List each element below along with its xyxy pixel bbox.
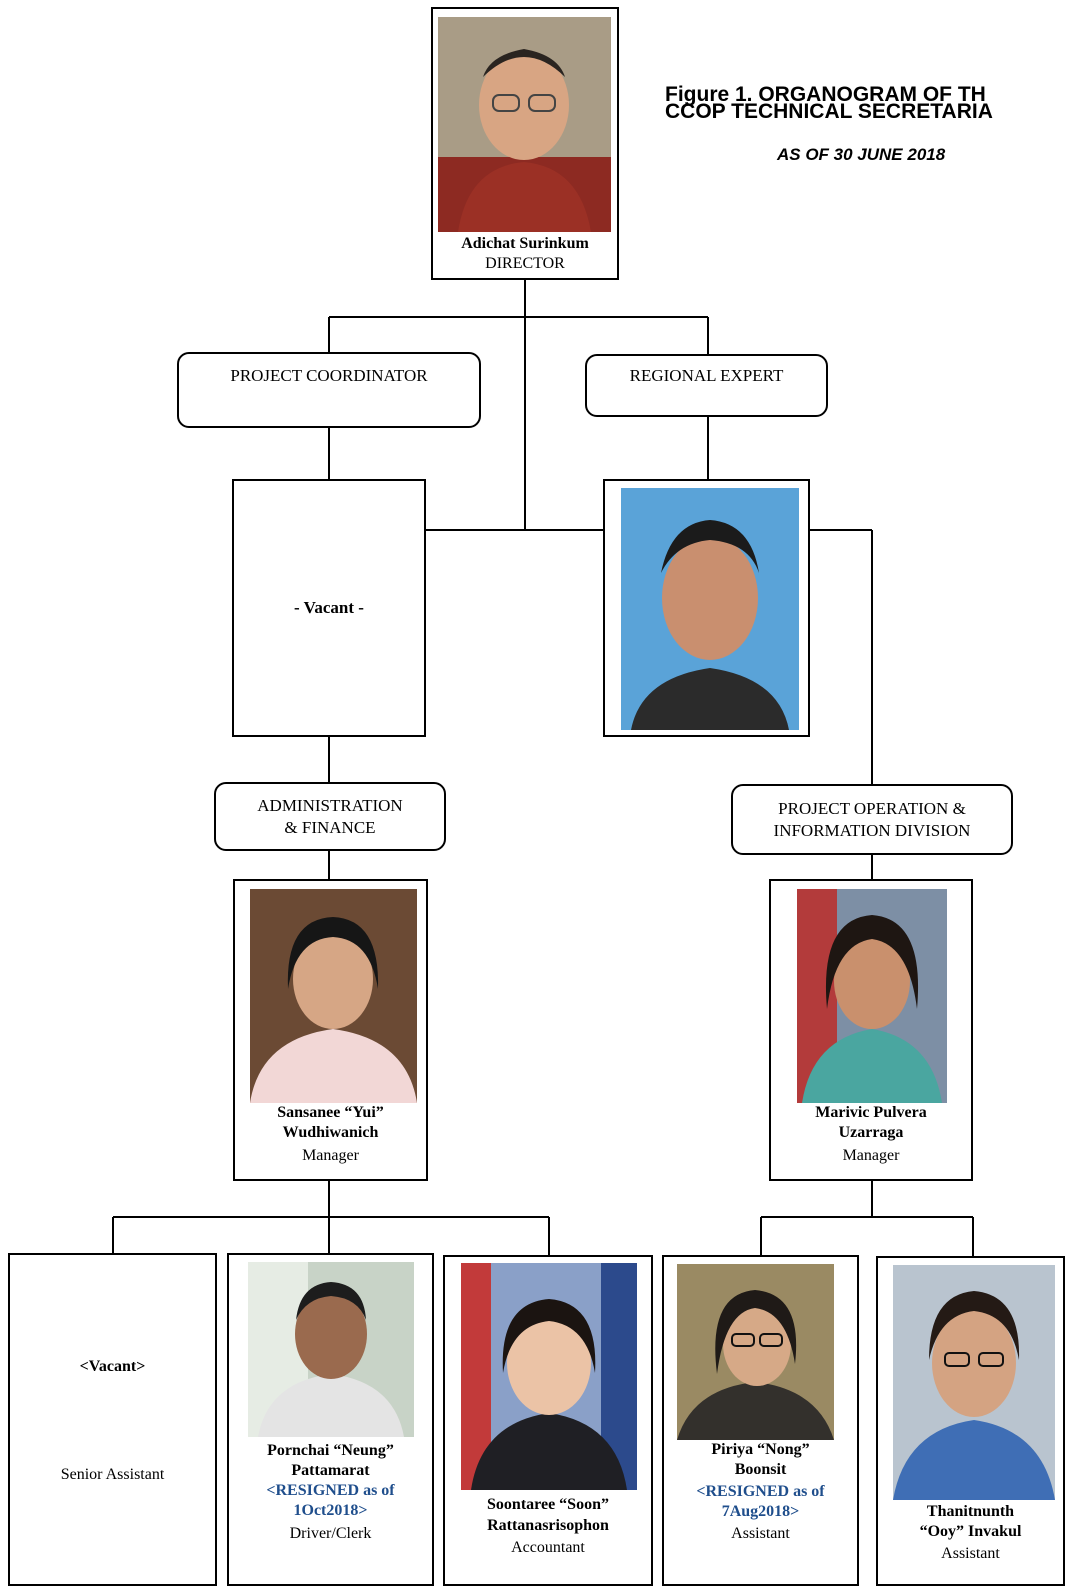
staff-pornchai-resigned-line1: <RESIGNED as of [266, 1482, 395, 1499]
staff-vacant-role: Senior Assistant [60, 1466, 165, 1483]
admin-manager-role: Manager [302, 1147, 359, 1164]
admin-finance-line2: & FINANCE [284, 817, 376, 837]
director-name: Adichat Surinkum [461, 235, 589, 252]
director-role: DIRECTOR [485, 255, 565, 272]
staff-piriya-name-line1: Piriya “Nong” [711, 1441, 810, 1458]
staff-vacant-name: <Vacant> [79, 1358, 146, 1375]
project-operation-manager-name-line2: Uzarraga [838, 1124, 904, 1141]
staff-piriya-name-line2: Boonsit [734, 1461, 787, 1478]
staff-soontaree-photo [461, 1263, 637, 1490]
staff-pornchai-resigned-line2: 1Oct2018> [293, 1502, 368, 1519]
admin-manager-photo [250, 889, 417, 1103]
staff-piriya-role: Assistant [731, 1525, 790, 1542]
regional-expert-label: REGIONAL EXPERT [585, 354, 828, 417]
staff-thanitnunth-photo [893, 1265, 1055, 1500]
admin-finance-line1: ADMINISTRATION [257, 795, 403, 815]
project-coordinator-card: - Vacant - [232, 479, 426, 737]
staff-pornchai-name-line1: Pornchai “Neung” [267, 1442, 394, 1459]
staff-piriya-resigned-line1: <RESIGNED as of [696, 1483, 825, 1500]
staff-soontaree-name-line1: Soontaree “Soon” [487, 1496, 609, 1513]
project-operation-manager-role: Manager [842, 1147, 900, 1164]
project-coordinator-text: PROJECT COORDINATOR [230, 366, 428, 385]
staff-pornchai-role: Driver/Clerk [289, 1525, 372, 1542]
staff-soontaree-role: Accountant [511, 1539, 585, 1556]
figure-title-line1: Figure 1. ORGANOGRAM OF TH [665, 83, 986, 106]
staff-pornchai-photo [248, 1262, 414, 1437]
staff-pornchai-name-line2: Pattamarat [291, 1462, 370, 1479]
project-coordinator-name: - Vacant - [294, 598, 364, 617]
project-coordinator-label: PROJECT COORDINATOR [177, 352, 481, 428]
director-photo [438, 17, 611, 232]
staff-card-piriya: Piriya “Nong” Boonsit <RESIGNED as of 7A… [662, 1255, 859, 1586]
admin-manager-name-line2: Wudhiwanich [282, 1124, 379, 1141]
staff-card-pornchai: Pornchai “Neung” Pattamarat <RESIGNED as… [227, 1253, 434, 1586]
staff-thanitnunth-role: Assistant [941, 1545, 1000, 1562]
project-operation-line2: INFORMATION DIVISION [773, 820, 971, 840]
admin-finance-label: ADMINISTRATION & FINANCE [214, 782, 446, 851]
project-operation-line1: PROJECT OPERATION & [778, 798, 966, 818]
staff-piriya-photo [677, 1264, 834, 1440]
staff-thanitnunth-name-line2: “Ooy” Invakul [919, 1523, 1022, 1540]
figure-date: AS OF 30 JUNE 2018 [777, 145, 946, 164]
director-card: Adichat Surinkum DIRECTOR [431, 7, 619, 280]
regional-expert-photo [621, 488, 799, 730]
project-operation-manager-name-line1: Marivic Pulvera [815, 1104, 927, 1121]
staff-card-thanitnunth: Thanitnunth “Ooy” Invakul Assistant [876, 1256, 1065, 1586]
regional-expert-card [603, 479, 810, 737]
staff-piriya-resigned-line2: 7Aug2018> [721, 1503, 800, 1520]
project-operation-label: PROJECT OPERATION & INFORMATION DIVISION [731, 784, 1013, 855]
regional-expert-text: REGIONAL EXPERT [629, 365, 784, 385]
staff-card-soontaree: Soontaree “Soon” Rattanasrisophon Accoun… [443, 1255, 653, 1586]
staff-soontaree-name-line2: Rattanasrisophon [487, 1517, 609, 1534]
admin-manager-name-line1: Sansanee “Yui” [277, 1104, 384, 1121]
project-operation-manager-photo [797, 889, 947, 1103]
staff-thanitnunth-name-line1: Thanitnunth [926, 1503, 1015, 1520]
project-operation-manager-card: Marivic Pulvera Uzarraga Manager [769, 879, 973, 1181]
staff-card-senior-assistant: <Vacant> Senior Assistant [8, 1253, 217, 1586]
figure-title-line2: CCOP TECHNICAL SECRETARIA [665, 100, 993, 123]
admin-manager-card: Sansanee “Yui” Wudhiwanich Manager [233, 879, 428, 1181]
